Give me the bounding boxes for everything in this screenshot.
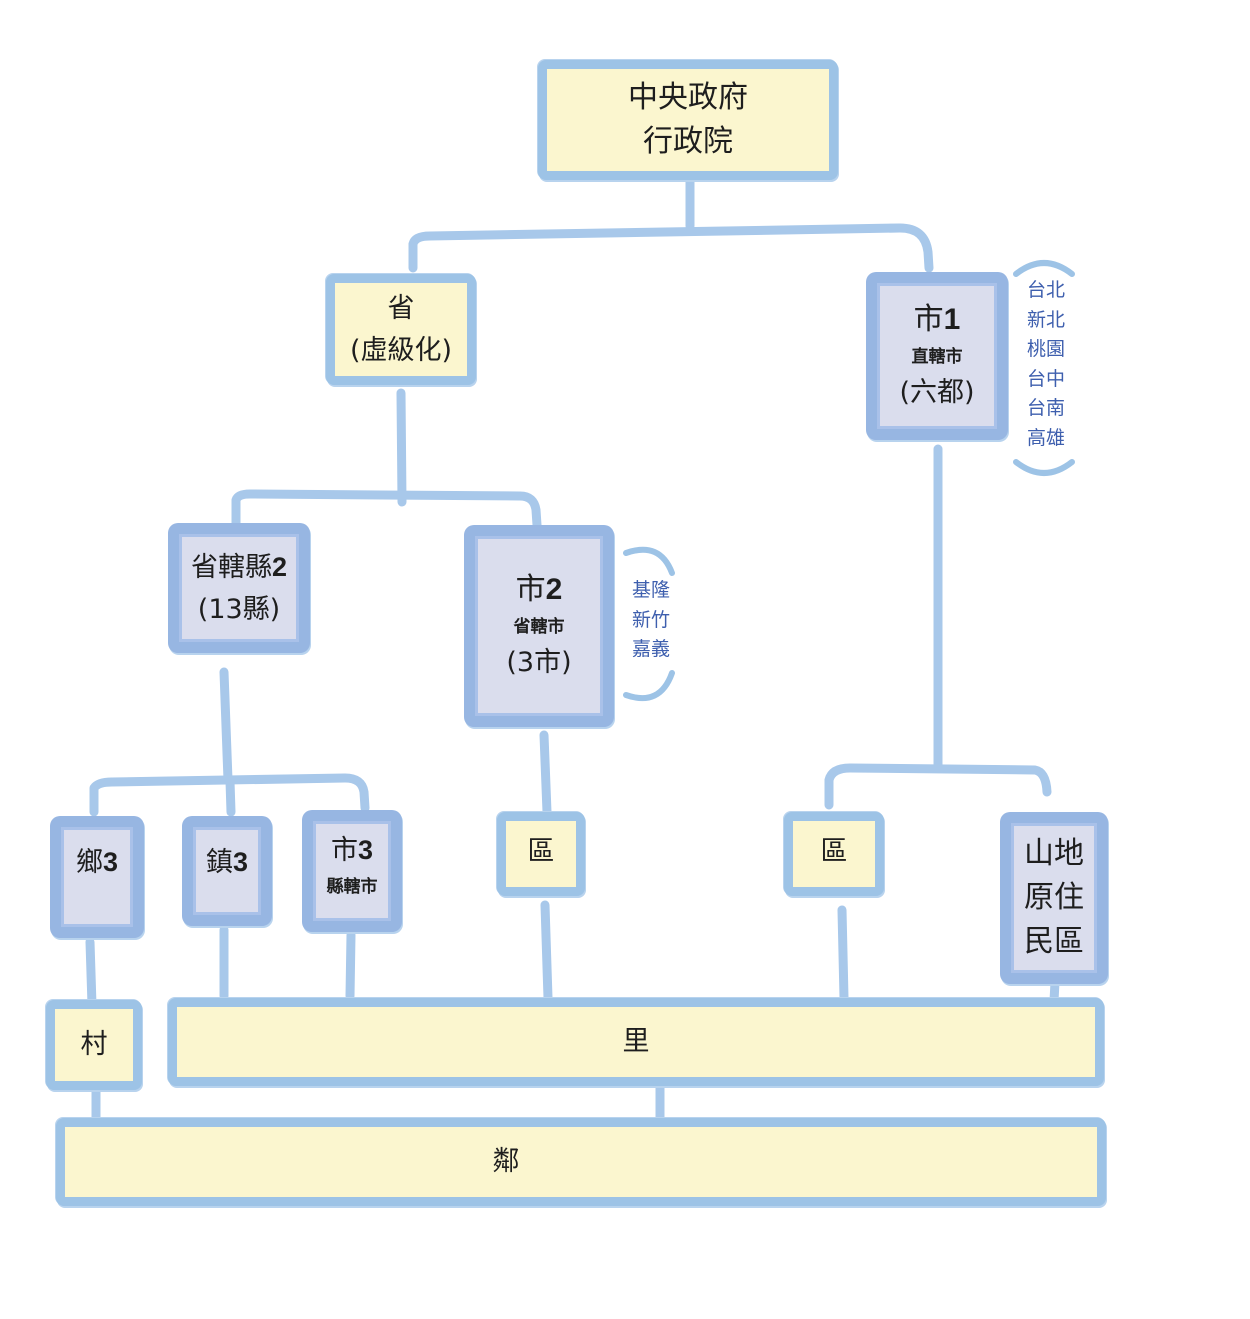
district-city1-label: 區 — [820, 836, 848, 867]
municipality-sub: 直轄市 — [911, 347, 963, 367]
provincial-city-name: 市 — [515, 572, 546, 607]
province-line1: 省 — [387, 292, 415, 324]
neighborhood-label: 鄰 — [492, 1146, 520, 1177]
village-li-box: 里 — [168, 998, 1104, 1086]
municipality-list-item: 台北 — [1027, 279, 1066, 301]
district-city1-box: 區 — [784, 812, 884, 896]
county-num: 2 — [271, 551, 288, 582]
provincial-city-list: 基隆新竹嘉義 — [632, 576, 670, 665]
mountain-district-box: 山地 原住 民區 — [1000, 812, 1108, 984]
central-line2: 行政院 — [643, 124, 733, 159]
county-city-sub: 縣轄市 — [326, 877, 378, 897]
connector-city3-down — [345, 930, 356, 1001]
province-box: 省 (虛級化) — [326, 274, 476, 385]
municipality-list: 台北新北桃園台中台南高雄 — [1027, 276, 1065, 453]
connector-county-down — [219, 667, 233, 785]
provincial-city-brace — [623, 546, 675, 702]
connector-city1-bar — [824, 763, 1052, 810]
municipality-list-item: 新北 — [1027, 308, 1066, 331]
county-note: (13縣) — [197, 593, 281, 625]
county-city-num: 3 — [357, 835, 374, 865]
municipality-list-item: 高雄 — [1027, 426, 1066, 449]
provincial-city-note: (3市) — [506, 647, 572, 678]
municipality-list-item: 桃園 — [1027, 338, 1066, 360]
village-cun-box: 村 — [46, 1000, 142, 1090]
provincial-city-list-item: 基隆 — [632, 579, 671, 601]
district-city2-label: 區 — [527, 836, 555, 867]
provincial-city-num: 2 — [545, 573, 563, 606]
municipality-list-item: 台南 — [1027, 397, 1066, 419]
district-city2-box: 區 — [497, 812, 585, 896]
connector-zhen-up — [225, 776, 236, 817]
connector-district1-down — [837, 905, 849, 1003]
village-cun-label: 村 — [80, 1029, 108, 1060]
provincial-city-list-item: 嘉義 — [632, 638, 671, 660]
connector-top-bar — [408, 223, 934, 273]
province-line2: (虛級化) — [349, 334, 453, 366]
central-line1: 中央政府 — [628, 80, 748, 115]
connector-xiang-down — [85, 937, 97, 1010]
provincial-city-sub: 省轄市 — [513, 617, 565, 637]
mountain-line1: 山地 — [1024, 836, 1084, 871]
county-city-name: 市 — [330, 835, 358, 866]
connector-city2-down — [539, 730, 552, 817]
municipality-brace — [1013, 260, 1075, 476]
connector-mid-bar — [231, 489, 542, 530]
central-government-box: 中央政府 行政院 — [538, 60, 838, 180]
connector-province-down — [396, 388, 407, 507]
municipality-name: 市 — [913, 302, 944, 337]
connector-district2-down — [540, 900, 553, 1003]
municipality-note: (六都) — [899, 377, 975, 408]
municipality-num: 1 — [943, 303, 961, 336]
zhen-num: 3 — [232, 847, 249, 877]
village-li-label: 里 — [622, 1026, 650, 1057]
connector-mountain-down — [1049, 977, 1060, 1006]
municipality-list-item: 台中 — [1027, 367, 1066, 390]
county-name: 省轄縣 — [190, 551, 272, 583]
mountain-line2: 原住 — [1024, 880, 1084, 915]
provincial-city-list-item: 新竹 — [632, 608, 671, 631]
xiang-num: 3 — [102, 847, 119, 877]
zhen-name: 鎮 — [205, 847, 233, 878]
neighborhood-box: 鄰 — [56, 1118, 1106, 1206]
mountain-line3: 民區 — [1024, 924, 1084, 959]
xiang-name: 鄉 — [75, 847, 103, 878]
